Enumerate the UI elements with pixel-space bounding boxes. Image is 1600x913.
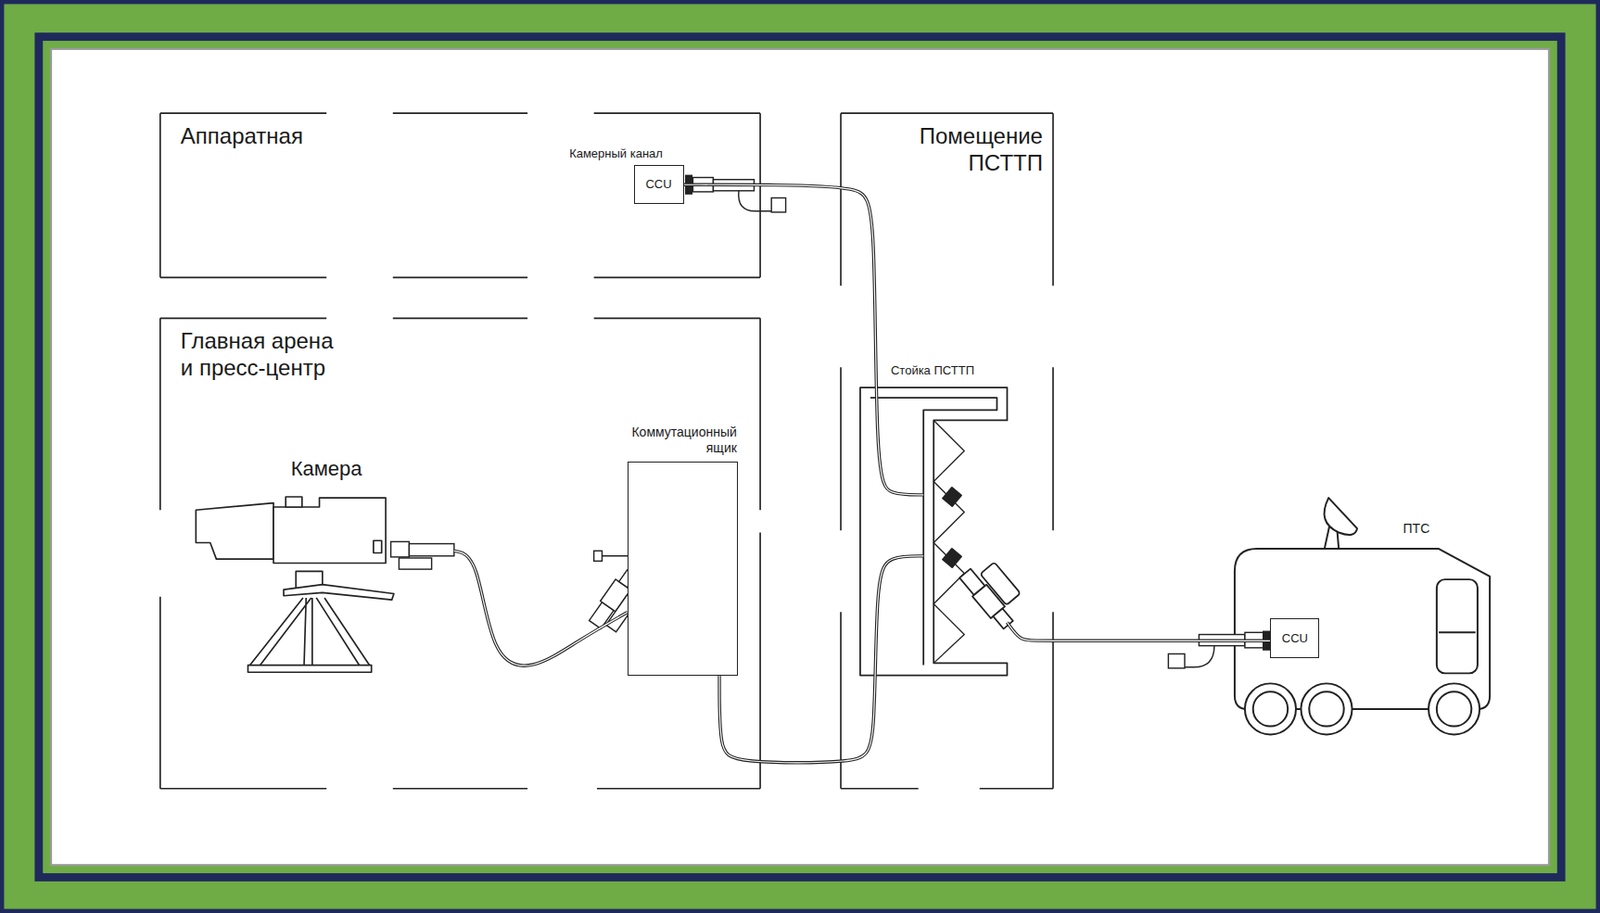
wheel — [1300, 683, 1352, 735]
rack-frame — [860, 387, 1008, 675]
room-outline: Главная арена и пресс-центрКамера Коммута… — [160, 317, 761, 788]
cable-outline — [719, 556, 924, 763]
ccu-label: CCU — [1282, 631, 1308, 647]
plug-cap — [1168, 653, 1185, 668]
rack-frame-inner — [870, 397, 997, 665]
plug-head — [391, 541, 410, 558]
box-label: Коммутационный ящик — [620, 424, 737, 457]
room-title: Аппаратная — [180, 123, 304, 151]
plug-lead — [738, 190, 775, 212]
pan-handle — [283, 584, 394, 601]
wheel — [1244, 683, 1296, 735]
rack-connector — [942, 548, 962, 568]
cable-core — [719, 556, 924, 763]
equipment-area: ПТСCCU — [1234, 548, 1490, 710]
plug-body — [408, 544, 454, 557]
ccu-box: Камерный каналCCU — [634, 165, 685, 204]
camera-cable — [719, 556, 924, 763]
wall — [160, 113, 761, 278]
rack-drawing — [860, 387, 1031, 675]
room-outline: Помещение ПСТТП Стойка ПСТТП — [840, 113, 1054, 789]
frame-ground — [50, 49, 1550, 865]
plug-lead — [1183, 646, 1215, 668]
room-outline: АппаратнаяКамерный каналCCU — [160, 113, 761, 278]
wheel — [1428, 683, 1480, 735]
ccu-label: CCU — [645, 177, 672, 192]
frame-inner — [42, 40, 1558, 874]
frame-band — [34, 32, 1565, 882]
rack-plug — [957, 554, 1031, 632]
rack-label: Стойка ПСТТП — [890, 363, 975, 379]
plug-cap — [771, 198, 786, 213]
camera-cable — [454, 550, 628, 666]
ccu-plug — [685, 175, 787, 213]
wall — [160, 317, 761, 788]
camera-cable — [1006, 622, 1270, 641]
cable-core — [1006, 622, 1270, 641]
window-line — [1438, 631, 1476, 634]
satellite-dish — [1324, 497, 1358, 535]
plug-tip — [594, 550, 603, 561]
equipment-area: Стойка ПСТТП — [923, 387, 1007, 675]
van-window — [1436, 579, 1478, 674]
room-walls — [160, 113, 1054, 789]
ccu-box: CCU — [1269, 618, 1320, 659]
camera-socket — [373, 540, 382, 553]
wheel-rim — [1436, 691, 1472, 726]
camera-label: Камера — [291, 457, 363, 482]
cable-core — [454, 550, 628, 666]
cable-outline — [1006, 622, 1270, 641]
patch-panel — [933, 419, 965, 663]
plug-cap — [979, 561, 1020, 605]
junction-box: Коммутационный ящик — [627, 461, 738, 676]
rack-connector — [942, 487, 962, 507]
tripod-legs — [250, 597, 370, 666]
lens-hood — [195, 503, 274, 560]
viewfinder — [285, 496, 303, 508]
wheel-rim — [1253, 691, 1288, 726]
channel-label: Камерный канал — [569, 146, 663, 162]
van-plug — [1168, 631, 1270, 669]
plug-cap — [398, 558, 432, 570]
room-title: Главная арена и пресс-центр — [180, 328, 343, 382]
wheel-rim — [1308, 691, 1344, 726]
equipment-area: Камера — [193, 487, 455, 674]
cable-outline — [454, 550, 628, 666]
room-title: Помещение ПСТТП — [898, 123, 1043, 178]
camera-drawing — [195, 496, 394, 673]
tripod-base — [247, 665, 371, 674]
wall — [840, 113, 1054, 789]
ob-van — [1234, 497, 1490, 735]
camera-plug — [391, 541, 455, 570]
van-label: ПТС — [1403, 520, 1431, 537]
